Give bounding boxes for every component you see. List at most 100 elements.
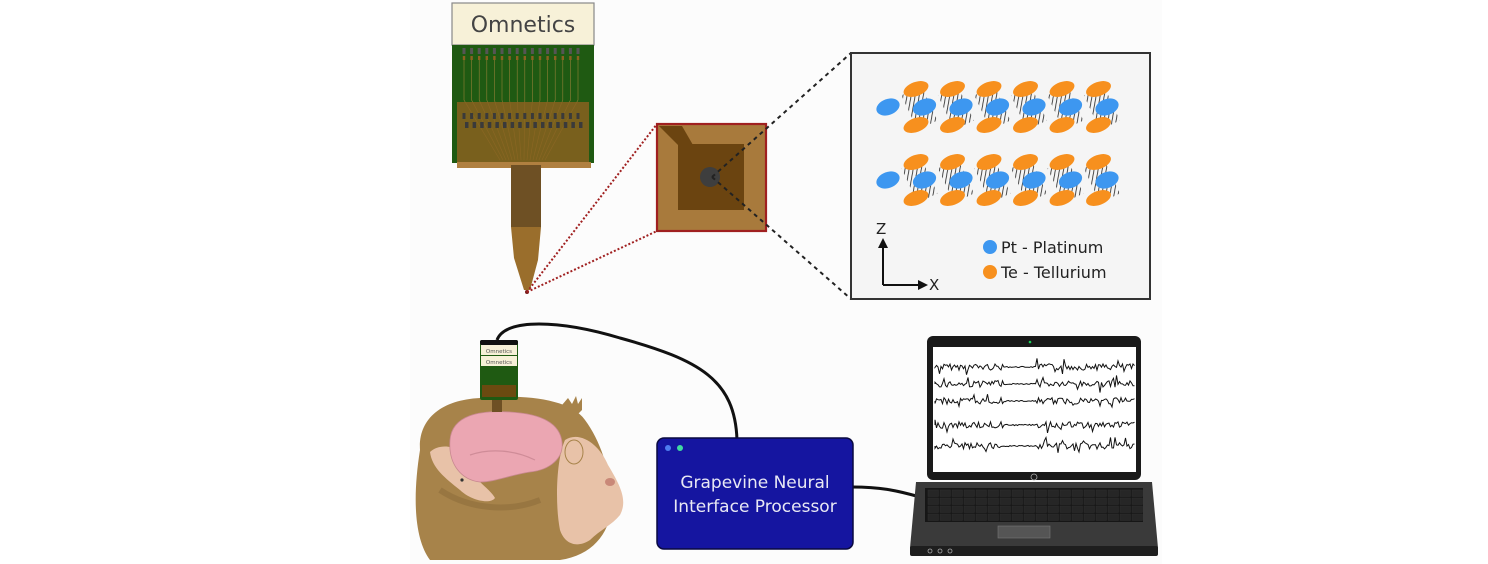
pcb-pad (523, 113, 527, 119)
pcb-pad (561, 48, 565, 54)
ear (564, 439, 584, 465)
processor-label-line1: Grapevine Neural (680, 473, 829, 493)
te-atom (1049, 190, 1075, 206)
key (975, 497, 987, 505)
key (963, 513, 975, 521)
te-atom (1049, 117, 1075, 133)
te-atom (976, 154, 1002, 170)
pcb-pad (515, 48, 519, 54)
crystal-structure-panel: Z X Pt - Platinum Te - Tellurium (850, 52, 1151, 300)
pcb-pad (563, 122, 568, 128)
crystal-layers (876, 81, 1120, 206)
pt-atom (1095, 98, 1119, 116)
pcb-pad (508, 48, 512, 54)
pcb-pads-mid (462, 113, 583, 128)
key (987, 497, 999, 505)
headstage-cap (480, 340, 518, 345)
neural-trace (934, 436, 1135, 454)
pcb-pad (554, 56, 557, 60)
pcb-pad (492, 48, 496, 54)
pcb-pad (541, 122, 545, 128)
pcb-pad (568, 113, 572, 119)
pcb-pad (515, 113, 519, 119)
te-atom (940, 81, 965, 97)
key (1011, 489, 1023, 497)
key (987, 489, 999, 497)
key (999, 505, 1011, 513)
key (1107, 489, 1119, 497)
zoom-line-top (526, 123, 658, 293)
x-arrow-icon (918, 280, 928, 290)
key (1119, 497, 1131, 505)
key (1071, 505, 1083, 513)
pcb-pad (553, 113, 557, 119)
probe-tip (511, 227, 541, 290)
key (951, 497, 963, 505)
key (1047, 489, 1059, 497)
pcb-pad (503, 122, 507, 128)
key (1035, 513, 1047, 521)
pcb-pad (568, 48, 572, 54)
key (1107, 497, 1119, 505)
key (1035, 489, 1047, 497)
pcb-pad (500, 56, 504, 60)
hp-logo-icon (1030, 473, 1038, 481)
neural-trace (934, 393, 1135, 409)
te-atom (1049, 81, 1075, 97)
omnetics-label: Omnetics (471, 13, 576, 38)
pt-atom (876, 98, 900, 116)
key (1131, 489, 1143, 497)
laptop-screen (933, 347, 1136, 472)
te-atom (976, 117, 1002, 133)
pcb-pad (485, 113, 489, 119)
te-atom (903, 117, 929, 133)
legend-swatch-te (983, 265, 997, 279)
key (1059, 489, 1071, 497)
key (1011, 513, 1023, 521)
monkey-head (415, 396, 624, 560)
te-atom (976, 81, 1002, 97)
key (963, 489, 975, 497)
key (1119, 513, 1131, 521)
pcb-pad (569, 56, 572, 60)
key (1023, 497, 1035, 505)
key (999, 513, 1011, 521)
key (1047, 513, 1059, 521)
key (1083, 513, 1095, 521)
te-atom (903, 190, 929, 206)
x-axis-label: X (929, 276, 939, 294)
pcb-pad (480, 122, 484, 128)
pt-atom (912, 171, 937, 189)
key (1023, 505, 1035, 513)
pcb-pad (470, 113, 474, 119)
key (963, 497, 975, 505)
pcb-pad (472, 122, 477, 128)
key (987, 505, 999, 513)
laptop (910, 336, 1158, 556)
ptte2-coating (700, 167, 720, 187)
pcb-pad (538, 56, 542, 60)
pcb-pad (508, 113, 512, 119)
headstage-label-1: Omnetics (486, 349, 512, 355)
te-atom (903, 81, 929, 97)
nose (605, 478, 615, 486)
key (975, 489, 987, 497)
pcb-pad (508, 56, 511, 60)
pcb-pad (571, 122, 575, 128)
zoom-line-bottom (526, 230, 658, 293)
key (951, 505, 963, 513)
key (1131, 505, 1143, 513)
key (951, 513, 963, 521)
pcb-pad (465, 122, 469, 128)
pcb-pad (531, 56, 534, 60)
key (975, 505, 987, 513)
pcb-pads-top (462, 48, 580, 60)
pcb-pad (485, 56, 488, 60)
key (927, 513, 939, 521)
key (1107, 513, 1119, 521)
pcb-pad (561, 113, 565, 119)
te-atom (1013, 154, 1038, 170)
grapevine-processor: Grapevine Neural Interface Processor (656, 437, 854, 550)
zoom-line-crystal-top (711, 52, 852, 178)
